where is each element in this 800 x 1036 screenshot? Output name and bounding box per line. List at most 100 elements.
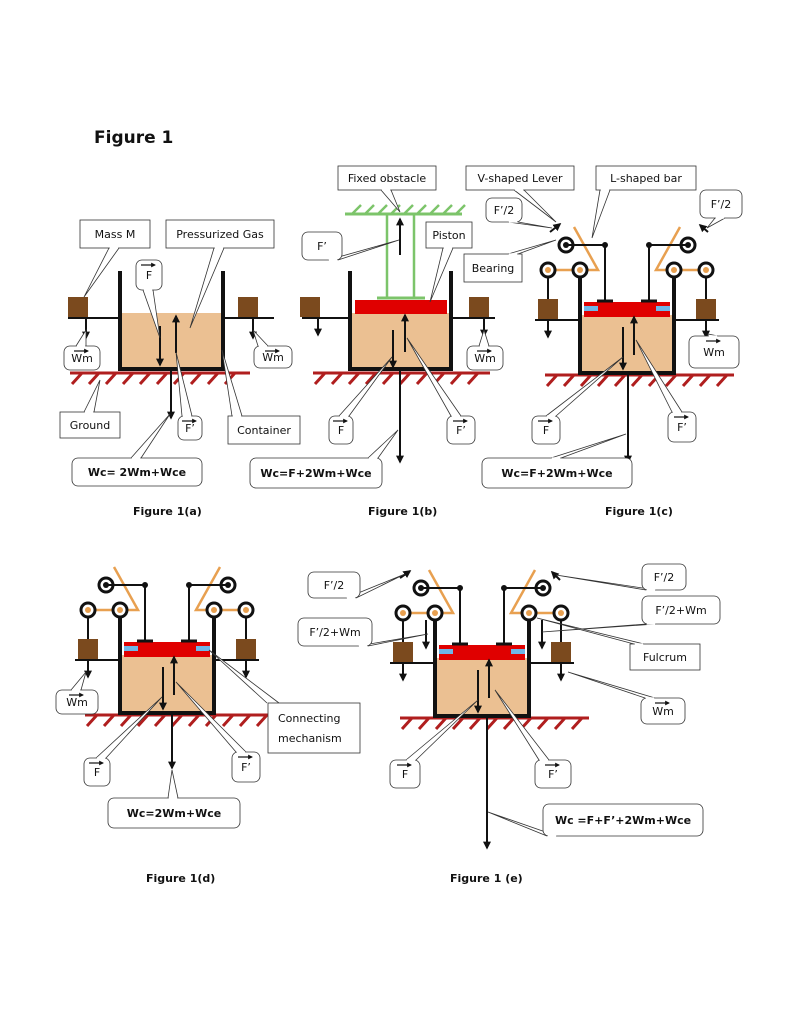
fig-e-label-fhalf-left-box [307, 571, 361, 599]
ground-hatch [485, 716, 499, 731]
fig-d-bearing-fulcrum-left-center [117, 607, 123, 613]
fig-a-label-container-box [227, 415, 301, 445]
ground-hatch [189, 371, 203, 386]
fig-c-bearing-fulcrum-left-center [577, 267, 583, 273]
fig-b-label-obstacle-pointer [380, 189, 401, 213]
fig-e-connector-right [511, 649, 525, 654]
fig-b-label-piston-text: Piston [432, 229, 465, 242]
fig-e-label-fhalf-right-pointer [555, 574, 657, 591]
fig-d-label-fprime: F’ [175, 681, 261, 783]
fig-e-piston [439, 645, 525, 660]
fig-a-label-container-text: Container [237, 424, 291, 437]
fig-b-label-piston-pointer [429, 247, 454, 303]
ground-hatch [221, 713, 235, 728]
fig-c-v-lever-right [653, 226, 706, 272]
ground-hatch [104, 371, 118, 386]
fig-a-label-wm-left-text: Wm [71, 352, 93, 365]
fig-a-label-wc-text: Wc= 2Wm+Wce [88, 466, 186, 479]
fig-b-label-obstacle: Fixed obstacle [337, 165, 437, 213]
fig-e-ground [400, 716, 589, 731]
fig-c-label-fprime-box [667, 411, 697, 443]
fig-a-label-fprime-text: F’ [185, 422, 195, 435]
fig-c-label-wc: Wc=F+2Wm+Wce [481, 433, 633, 489]
fig-c-label-v-lever-box [465, 165, 575, 191]
ground-hatch [136, 713, 150, 728]
ground-hatch [70, 371, 84, 386]
ground-hatch [536, 716, 550, 731]
fig-b-obstacle-hatch [390, 204, 401, 215]
fig-a-label-f: F [135, 259, 163, 339]
fig-e-label-f-text: F [402, 768, 408, 781]
fig-c-label-bearing: Bearing [463, 239, 557, 283]
ground-hatch [255, 713, 269, 728]
fig-b-piston [355, 300, 447, 314]
ground-hatch [119, 713, 133, 728]
ground-hatch [238, 713, 252, 728]
fig-b-label-wc: Wc=F+2Wm+Wce [249, 429, 399, 489]
fig-e-label-wm: Wm [567, 671, 686, 725]
ground-hatch [155, 371, 169, 386]
ground-hatch [170, 713, 184, 728]
fig-c-mass-right [696, 299, 716, 319]
fig-b-label-piston: Piston [425, 221, 473, 303]
fig-c-container-gas [580, 315, 674, 373]
fig-e-label-fhalf-left-text: F’/2 [324, 579, 345, 592]
fig-a-label-wm-right-pointer [252, 329, 269, 347]
ground-hatch [187, 713, 201, 728]
ground-hatch [330, 371, 344, 386]
fig-a-label-container: Container [221, 349, 301, 445]
fig-b-label-fprime-top-text: F’ [317, 240, 327, 253]
fig-a-label-ground: Ground [59, 379, 121, 439]
fig-e-fhalf-left-arrow [399, 570, 412, 579]
ground-hatch [715, 373, 729, 388]
fig-c-label-bearing-text: Bearing [472, 262, 515, 275]
fig-a-label-wm-right: Wm [252, 329, 293, 369]
fig-e-label-fprime-pointer [494, 689, 550, 761]
fig-b-label-f-text: F [338, 424, 344, 437]
fig-b-label-wm: Wm [466, 328, 504, 371]
fig-a-label-fprime-pointer [175, 351, 193, 417]
fig-d-label-connecting-line-2: mechanism [278, 732, 342, 745]
fig-a-label-container-pointer [221, 349, 243, 417]
fig-a-label-ground-text: Ground [70, 419, 110, 432]
fig-e-mass-right [551, 642, 571, 662]
fig-a-label-wm-left-pointer [75, 328, 87, 347]
fig-d-label-f: F [83, 696, 163, 787]
fig-c-label-f-text: F [543, 424, 549, 437]
fig-b-label-wm-pointer [478, 328, 490, 347]
fig-d-bearing-fulcrum-right-center [211, 607, 217, 613]
fig-c-bearing-outer-left-center [545, 267, 551, 273]
fig-c-label-fprime-text: F’ [677, 421, 687, 434]
fig-b-obstacle-hatch [351, 204, 362, 215]
fig-a-mass-right [238, 297, 258, 317]
fig-c-l-bar-left-joint [602, 242, 608, 248]
fig-b-obstacle-hatch [364, 204, 375, 215]
ground-hatch [681, 373, 695, 388]
fig-e-label-fhalf-right-text: F’/2 [654, 571, 675, 584]
fig-b-label-wm-text: Wm [474, 352, 496, 365]
fig-d-container-walls [118, 655, 216, 715]
fig-e-bearing-fulcrum-left-center [432, 610, 438, 616]
caption-figure-1d: Figure 1(d) [146, 872, 216, 885]
fig-e-label-fulcrum: Fulcrum [536, 617, 701, 671]
ground-hatch [698, 373, 712, 388]
fig-c-label-fhalf-right-pointer [706, 217, 726, 229]
fig-c-label-wm: Wm [688, 333, 740, 369]
fig-e-label-fulcrum-box [629, 643, 701, 671]
fig-a-label-mass-pointer [83, 247, 120, 298]
fig-b-label-fprime: F’ [406, 337, 476, 445]
fig-a-label-fprime: F’ [175, 351, 203, 441]
ground-hatch [206, 371, 220, 386]
fig-e-fhalf-right-arrow [550, 570, 561, 581]
ground-hatch [121, 371, 135, 386]
fig-c-label-l-bar-box [595, 165, 697, 191]
fig-b-obstacle-hatch [429, 204, 440, 215]
ground-hatch [545, 373, 559, 388]
fig-e-label-f-box [389, 759, 421, 789]
fig-d-label-fprime-pointer [175, 681, 247, 753]
fig-c-label-l-bar-text: L-shaped bar [610, 172, 682, 185]
fig-a-label-mass-text: Mass M [95, 228, 136, 241]
caption-figure-1b: Figure 1(b) [368, 505, 438, 518]
